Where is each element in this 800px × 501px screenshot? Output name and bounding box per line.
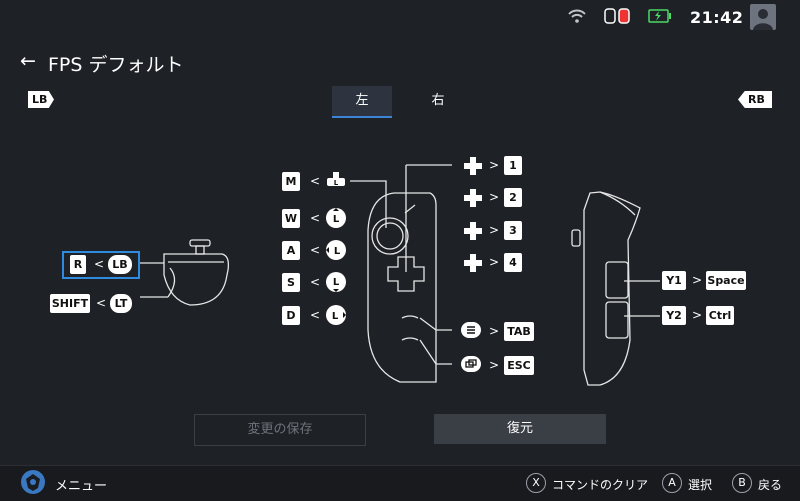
save-changes-button[interactable]: 変更の保存: [194, 414, 366, 446]
dpad-left-value[interactable]: 4: [504, 253, 522, 272]
avatar-icon: [753, 9, 773, 30]
chevron-right-icon: >: [489, 255, 500, 269]
ctrl-key[interactable]: Ctrl: [706, 306, 734, 325]
shoulder-mapping-selected[interactable]: [62, 251, 140, 279]
page-title: FPS デフォルト: [48, 54, 184, 76]
chevron-left-icon: <: [310, 174, 321, 188]
shoulder-view-outline: [163, 253, 230, 306]
r-key: R: [70, 255, 86, 274]
rb-bumper-button[interactable]: RB: [738, 91, 772, 108]
chevron-right-icon: >: [489, 358, 500, 372]
restore-button[interactable]: 復元: [434, 414, 606, 444]
stick-left-icon: L: [326, 240, 346, 260]
dpad-up-value[interactable]: 1: [504, 156, 522, 175]
b-button-icon: B: [732, 473, 752, 493]
lb-bumper-button[interactable]: LB: [28, 91, 54, 108]
menu-button-icon: [461, 322, 481, 338]
clock: 21:42: [690, 8, 744, 27]
tab-key[interactable]: TAB: [504, 322, 534, 341]
a-key[interactable]: A: [282, 241, 300, 260]
w-key[interactable]: W: [282, 209, 300, 228]
y1-button-label: Y1: [662, 271, 686, 290]
back-hint[interactable]: 戻る: [758, 478, 783, 492]
chevron-left-icon: <: [310, 275, 321, 289]
chevron-left-icon: <: [94, 257, 105, 271]
svg-text:L: L: [333, 214, 340, 225]
controller-back-outline: [583, 191, 641, 386]
chevron-right-icon: >: [692, 308, 703, 322]
dpad-down-icon: [464, 222, 482, 240]
dpad-right-icon: [464, 189, 482, 207]
battery-charging-icon: [648, 9, 671, 23]
controller-front-outline: [367, 192, 437, 383]
avatar[interactable]: [750, 4, 776, 30]
svg-text:L: L: [334, 179, 339, 187]
dpad-left-icon: [464, 254, 482, 272]
stick-right-icon: L: [326, 305, 346, 325]
dpad-right-value[interactable]: 2: [504, 188, 522, 207]
m-key[interactable]: M: [282, 172, 300, 191]
stick-up-icon: L: [326, 208, 346, 228]
chevron-left-icon: <: [310, 211, 321, 225]
wifi-icon: [568, 9, 586, 23]
esc-key[interactable]: ESC: [504, 356, 534, 375]
select-hint[interactable]: 選択: [688, 478, 713, 492]
chevron-left-icon: <: [96, 296, 107, 310]
back-arrow-icon[interactable]: ←: [20, 50, 36, 72]
svg-text:L: L: [334, 246, 341, 257]
y2-button-label: Y2: [662, 306, 686, 325]
controller-icon: [604, 8, 630, 24]
space-key[interactable]: Space: [706, 271, 746, 290]
a-button-icon: A: [662, 473, 682, 493]
chevron-right-icon: >: [692, 273, 703, 287]
chevron-right-icon: >: [489, 223, 500, 237]
svg-text:L: L: [332, 311, 339, 322]
chevron-right-icon: >: [489, 324, 500, 338]
stick-down-icon: L: [326, 272, 346, 292]
tab-left[interactable]: 左: [332, 86, 392, 118]
chevron-left-icon: <: [310, 243, 321, 257]
stick-press-icon: L: [327, 172, 345, 187]
view-button-icon: [461, 356, 481, 372]
x-button-icon: X: [526, 473, 546, 493]
d-key[interactable]: D: [282, 306, 300, 325]
s-key[interactable]: S: [282, 273, 300, 292]
chevron-left-icon: <: [310, 308, 321, 322]
dpad-up-icon: [464, 157, 482, 175]
status-bar: 21:42: [0, 0, 800, 36]
dpad-down-value[interactable]: 3: [504, 221, 522, 240]
tab-right[interactable]: 右: [431, 93, 445, 108]
clear-command-hint[interactable]: コマンドのクリア: [552, 478, 649, 492]
lb-target-key: LB: [108, 255, 132, 274]
lt-target-key: LT: [110, 294, 132, 313]
svg-text:L: L: [333, 277, 340, 288]
chevron-right-icon: >: [489, 190, 500, 204]
shift-key[interactable]: SHIFT: [50, 294, 90, 313]
menu-logo-icon[interactable]: [20, 469, 46, 495]
menu-label[interactable]: メニュー: [55, 479, 108, 494]
chevron-right-icon: >: [489, 158, 500, 172]
